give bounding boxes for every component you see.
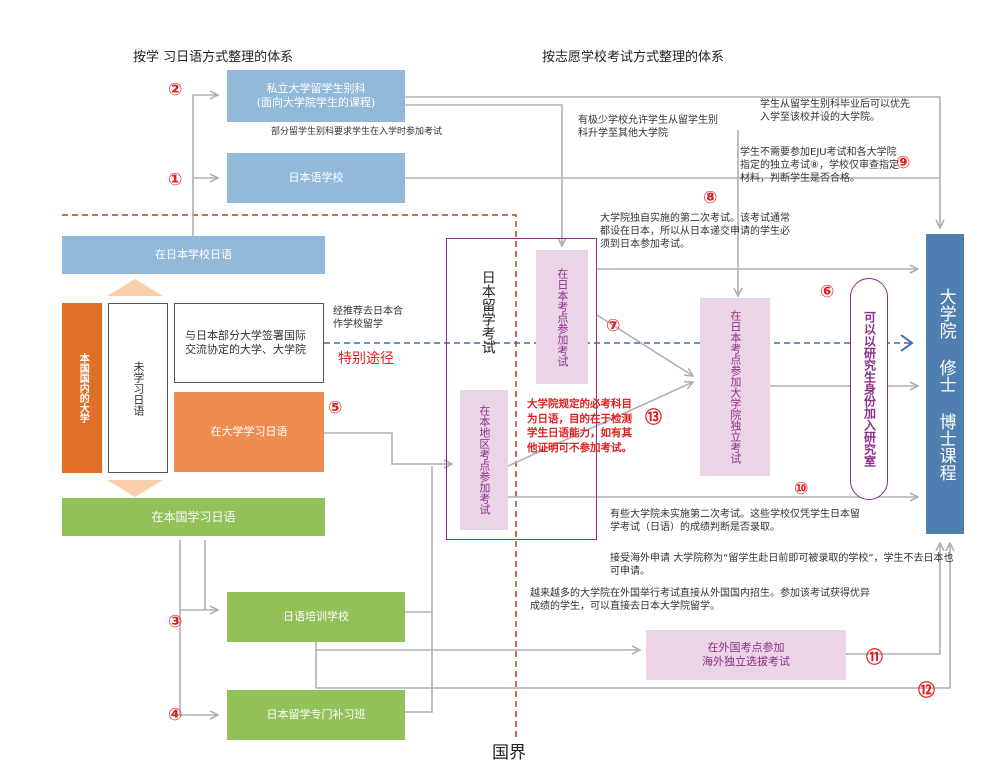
research-student-label: 可以以研究生身份加入研究室 [862, 311, 877, 467]
eju-japan-label: 在日本考点参加考试 [555, 267, 569, 367]
grad-school-box: 大学院 修士 博士课程 [926, 234, 964, 534]
number-4: ④ [168, 705, 183, 725]
prep-class-box: 日本留学专门补习班 [227, 690, 405, 740]
number-7: ⑦ [606, 316, 621, 336]
note-more-abroad: 越来越多的大学院在外国举行考试直接从外国国内招生。参加该考试获得优异成绩的学生，… [530, 588, 870, 612]
note-private-exam: 部分留学生别科要求学生在入学时参加考试 [271, 127, 443, 137]
grad-exam-label: 在日本考点参加大学院独立考试 [728, 310, 742, 464]
number-1: ① [168, 170, 183, 190]
study-in-japan-box: 在日本学校日语 [62, 236, 325, 274]
number-3: ③ [168, 612, 183, 632]
note-no-second-exam: 有些大学院未实施第二次考试。这些学校仅凭学生日本留学考试（日语）的成绩判断是否录… [610, 509, 860, 533]
note-recommend: 经推荐去日本合作学校留学 [333, 306, 403, 330]
number-12: ⑫ [918, 681, 935, 701]
home-university-label: 本国国内的大学 [77, 353, 89, 423]
right-header: 按志愿学校考试方式整理的体系 [542, 50, 725, 65]
note-transfer: 有极少学校允许学生从留学生别科升学至其他大学院 [578, 115, 718, 139]
number-6: ⑥ [820, 282, 835, 302]
national-border-line [62, 214, 517, 738]
not-studied-box: 未学习日语 [108, 303, 168, 473]
agreement-box: 与日本部分大学签署国际交流协定的大学、大学院 [174, 303, 324, 383]
number-2: ② [168, 80, 183, 100]
eju-title-box: 日本留学考试 [470, 250, 504, 374]
not-studied-label: 未学习日语 [131, 360, 145, 416]
eju-local-box: 在本地区考点参加考试 [460, 390, 508, 530]
note-no-eju: 学生不需要参加EJU考试和各大学院指定的独立考试⑧，学校仅审查指定材料，判断学生… [740, 147, 899, 184]
university-study-box: 在大学学习日语 [174, 392, 324, 472]
overseas-exam-box: 在外国考点参加 海外独立选拔考试 [646, 630, 846, 680]
home-university-box: 本国国内的大学 [62, 303, 102, 473]
note-overseas-apply: 接受海外申请 大学院称为“留学生赴日前即可被录取的学校”，学生不去日本也可申请。 [610, 553, 954, 577]
home-country-study-box: 在本国学习日语 [62, 498, 325, 536]
eju-japan-box: 在日本考点参加考试 [536, 250, 588, 384]
number-8: ⑧ [703, 188, 718, 208]
grad-school-label: 大学院 修士 博士课程 [935, 287, 956, 481]
note-required-subject: 大学院规定的必考科目为日语，目的在于检测学生日语能力，如有其他证明可不参加考试。 [527, 398, 632, 455]
number-11: ⑪ [866, 648, 883, 668]
number-10: ⑩ [794, 479, 809, 499]
left-header: 按学 习日语方式整理的体系 [133, 50, 294, 65]
note-bekka-priority: 学生从留学生别科毕业后可以优先入学至该校并设的大学院。 [760, 99, 910, 123]
eju-title: 日本留学考试 [479, 270, 496, 354]
number-9: ⑨ [896, 153, 911, 173]
border-label: 国界 [492, 743, 526, 763]
eju-frame [446, 238, 597, 540]
number-13: ⑬ [645, 408, 662, 428]
training-school-box: 日语培训学校 [227, 592, 405, 642]
grad-exam-box: 在日本考点参加大学院独立考试 [700, 298, 770, 476]
special-route-label: 特别途径 [338, 351, 394, 367]
japanese-school-box: 日本语学校 [227, 153, 405, 203]
down-triangle [107, 480, 163, 497]
private-course-box: 私立大学留学生别科 (面向大学院学生的课程) [227, 70, 405, 122]
note-second-exam: 大学院独自实施的第二次考试。该考试通常都设在日本，所以从日本递交申请的学生必须到… [600, 213, 790, 250]
number-5: ⑤ [328, 398, 343, 418]
research-student-box: 可以以研究生身份加入研究室 [850, 278, 888, 500]
up-triangle [107, 279, 163, 296]
eju-local-label: 在本地区考点参加考试 [477, 405, 491, 515]
